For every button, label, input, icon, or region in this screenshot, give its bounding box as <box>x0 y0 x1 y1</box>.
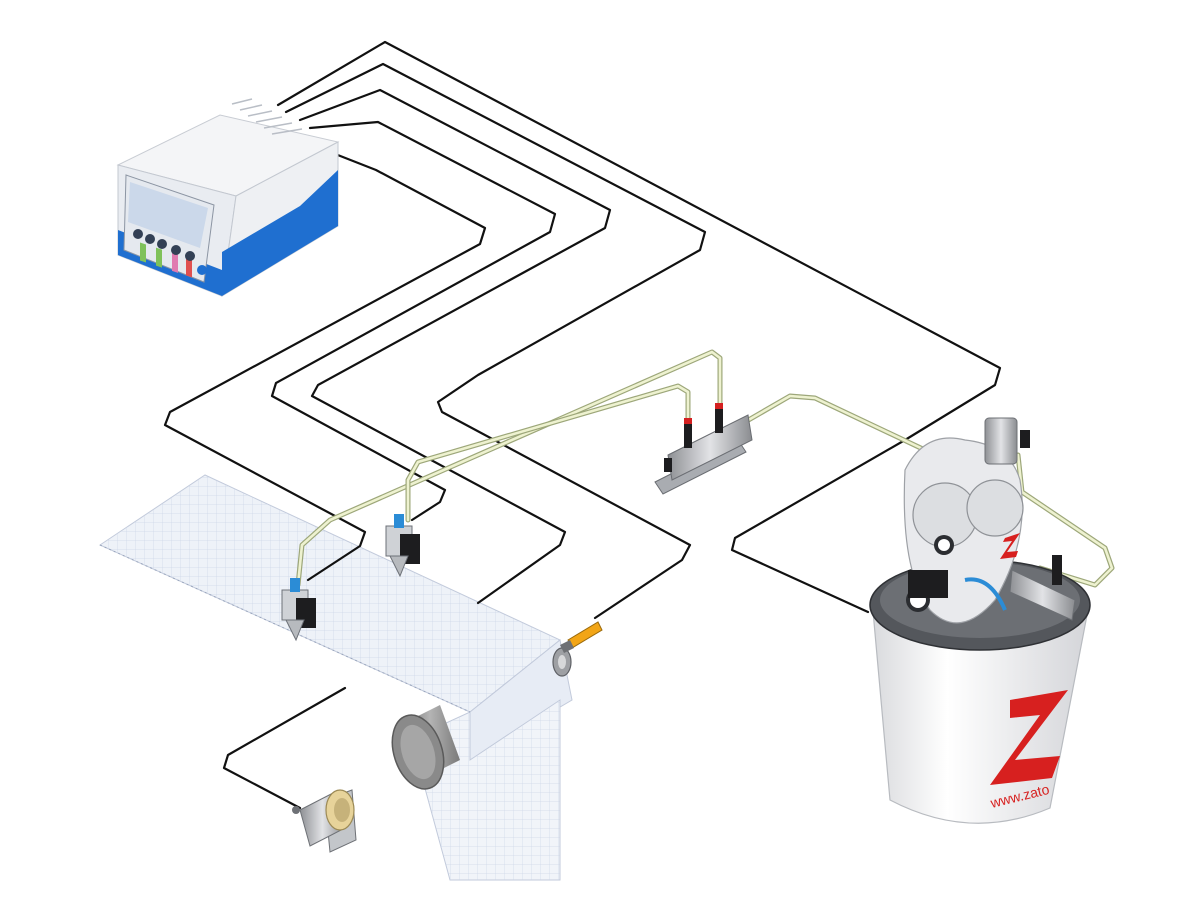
cable-bundle <box>163 40 1002 810</box>
hmi-touchscreen <box>123 174 215 283</box>
paper-web <box>98 474 573 881</box>
dispense-valve-1 <box>281 578 316 642</box>
photo-sensor <box>560 621 603 653</box>
dispense-valve-2 <box>385 514 420 578</box>
vent-slots <box>231 98 303 135</box>
roller <box>391 705 460 790</box>
air-manifold <box>654 403 753 495</box>
roller-shaft <box>552 647 572 677</box>
rotary-encoder <box>292 789 357 853</box>
air-hose-network <box>295 349 1115 588</box>
controller-unit <box>116 98 340 297</box>
diaphragm-pump <box>903 417 1076 624</box>
